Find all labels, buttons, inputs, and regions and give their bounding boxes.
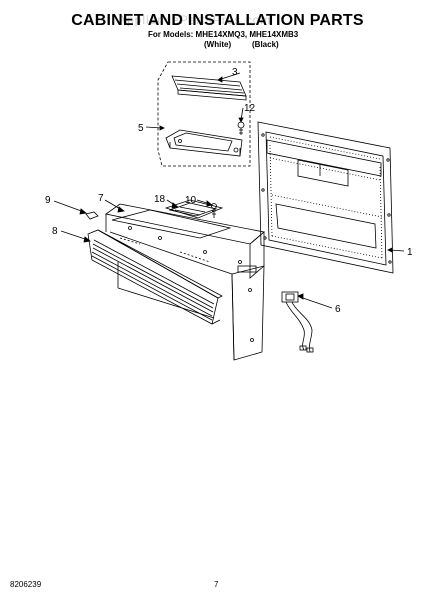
callout-5: 5 [138,123,144,134]
callout-6: 6 [335,304,341,315]
callout-3: 3 [232,67,238,78]
callout-9: 9 [45,195,51,206]
part-12-screw [237,121,245,135]
callout-7: 7 [98,193,104,204]
callout-8: 8 [52,226,58,237]
document-number: 8206239 [10,580,42,589]
color-variants: (White) (Black) [148,40,300,50]
part-10-screw [211,203,217,218]
callout-12: 12 [244,103,256,114]
part-7-cabinet [105,203,265,361]
models-line: For Models: MHE14XMQ3, MHE14XMB3 [148,30,299,39]
watermark-text: AppliancePartsPros.com [118,13,272,27]
page-title: CABINET AND INSTALLATION PARTS [71,12,364,29]
color-black-label: (Black) [252,40,279,49]
callout-10: 10 [185,195,197,206]
part-5-vent-base [165,129,243,157]
callout-18: 18 [154,194,166,205]
page-number: 7 [214,580,219,589]
leader-lines [53,72,405,309]
model-info: For Models: MHE14XMQ3, MHE14XMB3 (White)… [148,30,300,50]
part-18-grille-insert [164,199,224,219]
part-3-vent-cover [171,75,247,101]
callout-1: 1 [407,247,413,258]
part-9-clip [85,211,99,220]
color-white-label: (White) [204,40,232,49]
part-1-mounting-plate [257,121,394,274]
part-6-thermal-fuse [281,291,314,353]
part-8-front-grille [87,229,223,325]
vent-assembly-group [157,61,251,167]
